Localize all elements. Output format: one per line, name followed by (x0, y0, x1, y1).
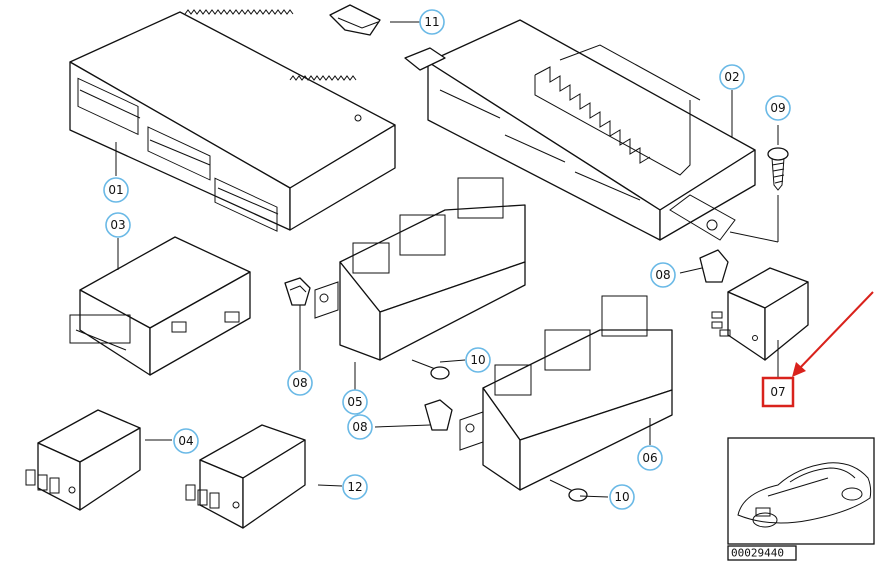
document-number: 00029440 (731, 547, 784, 560)
svg-text:10: 10 (470, 353, 485, 367)
part-04-relay (25, 409, 141, 511)
callout-12: 12 (342, 474, 368, 500)
svg-text:06: 06 (642, 451, 657, 465)
callout-08-left: 08 (287, 370, 313, 396)
callout-06: 06 (637, 445, 663, 471)
svg-text:08: 08 (352, 420, 367, 434)
car-outline-icon (737, 462, 872, 528)
svg-text:11: 11 (424, 15, 439, 29)
callout-01: 01 (103, 177, 129, 203)
part-07-relay (711, 267, 809, 361)
svg-text:08: 08 (292, 376, 307, 390)
highlight-arrow (792, 291, 874, 377)
callout-09: 09 (765, 95, 791, 121)
svg-text:02: 02 (724, 70, 739, 84)
svg-text:05: 05 (347, 395, 362, 409)
svg-text:03: 03 (110, 218, 125, 232)
svg-text:01: 01 (108, 183, 123, 197)
part-01-control-module (69, 9, 396, 232)
part-11-connector (329, 4, 381, 36)
callout-03: 03 (105, 212, 131, 238)
part-08-clip-right (699, 249, 729, 283)
part-08-clip-middle (424, 399, 453, 431)
leader-lines (115, 21, 779, 498)
vehicle-location-inset: 00029440 (727, 437, 875, 561)
part-09-screw (767, 147, 789, 191)
callout-10-upper: 10 (465, 347, 491, 373)
part-10-screw-upper (411, 359, 450, 380)
part-10-screw-lower (549, 479, 588, 502)
callout-08-right: 08 (650, 262, 676, 288)
part-02-module-heatsink (404, 19, 756, 241)
svg-text:10: 10 (614, 490, 629, 504)
part-08-clip-left (284, 277, 311, 306)
svg-text:08: 08 (655, 268, 670, 282)
callout-05: 05 (342, 389, 368, 415)
callout-11: 11 (419, 9, 445, 35)
part-06-module (459, 295, 673, 491)
callout-07-highlighted: 07 (761, 376, 795, 408)
svg-text:07: 07 (770, 385, 785, 399)
callout-10-lower: 10 (609, 484, 635, 510)
svg-text:09: 09 (770, 101, 785, 115)
part-03-module (69, 236, 251, 376)
callout-02: 02 (719, 64, 745, 90)
part-12-relay (185, 424, 306, 529)
svg-text:04: 04 (178, 434, 193, 448)
svg-text:12: 12 (347, 480, 362, 494)
callout-04: 04 (173, 428, 199, 454)
part-05-module (314, 177, 526, 361)
callout-08-middle: 08 (347, 414, 373, 440)
